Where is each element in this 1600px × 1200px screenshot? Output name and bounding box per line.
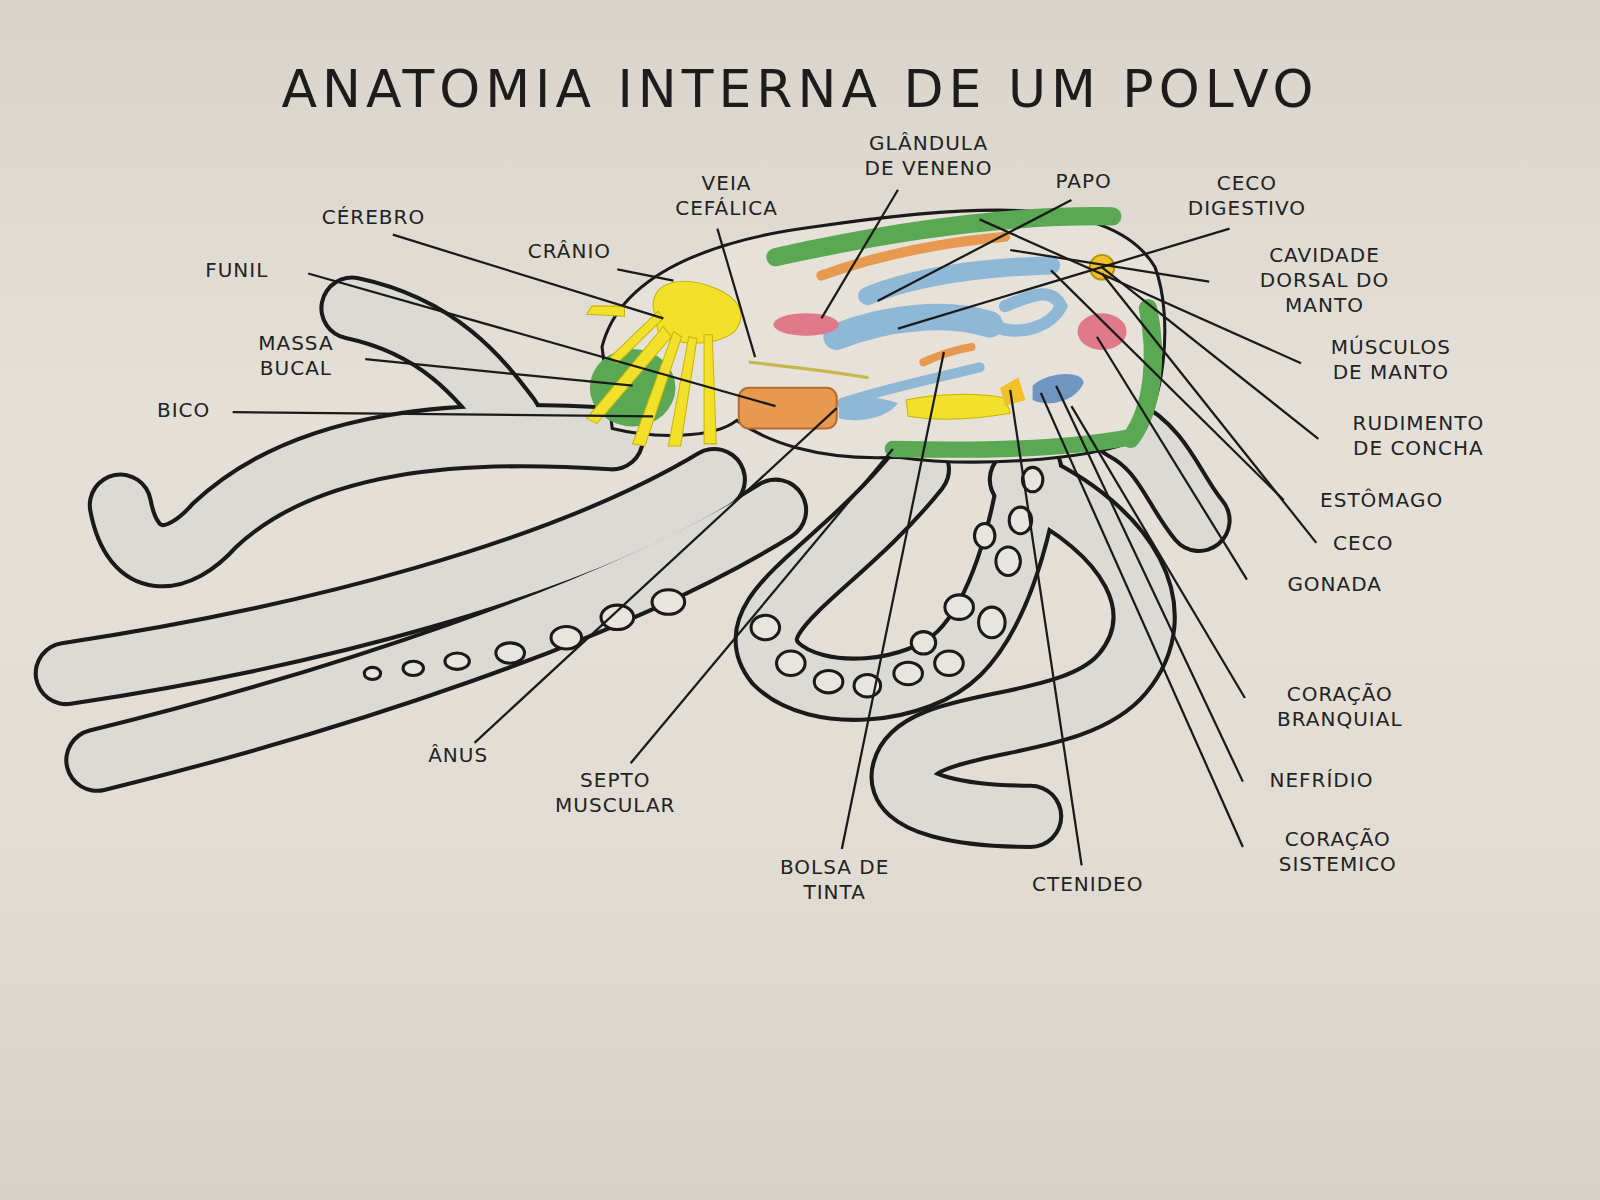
rectum [839,398,898,421]
part-label: CECO [1333,531,1393,556]
part-label: CRÂNIO [528,239,611,264]
part-label: BOLSA DE TINTA [768,855,901,905]
part-label: RUDIMENTO DE CONCHA [1342,411,1495,461]
part-label: ESTÔMAGO [1320,488,1443,513]
leader-lines [233,190,1319,866]
part-label: GONADA [1287,572,1382,597]
part-label: GLÂNDULA DE VENENO [857,131,1000,181]
ink-sac [906,394,1010,419]
part-label: CECO DIGESTIVO [1173,171,1321,221]
suckers [364,439,1046,697]
part-label: BICO [157,398,210,423]
part-label: CORAÇÃO BRANQUIAL [1263,682,1416,732]
part-label: ÂNUS [428,743,488,768]
part-label: MÚSCULOS DE MANTO [1319,335,1462,385]
part-label: FUNIL [205,258,268,283]
part-label: CAVIDADE DORSAL DO MANTO [1253,243,1396,318]
part-label: CÉREBRO [322,205,426,230]
part-label: VEIA CEFÁLICA [660,171,793,221]
venom-gland [773,313,838,335]
title: ANATOMIA INTERNA DE UM POLVO [282,59,1319,119]
mantle [602,210,1165,462]
part-label: SEPTO MUSCULAR [546,768,684,818]
part-label: MASSA BUCAL [245,331,347,381]
part-label: PAPO [1056,169,1112,194]
part-label: NEFRÍDIO [1269,768,1373,793]
brain [587,281,741,446]
part-label: CTENIDEO [1032,872,1143,897]
part-label: CORAÇÃO SISTEMICO [1261,827,1414,877]
